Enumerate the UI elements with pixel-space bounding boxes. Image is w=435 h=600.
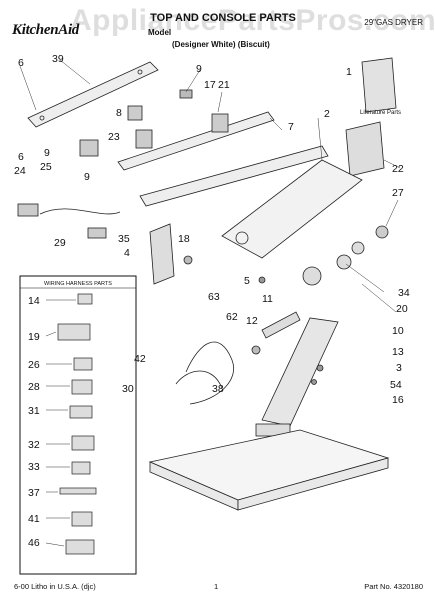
part-34-knob-c bbox=[351, 241, 365, 255]
callout-2: 2 bbox=[324, 108, 330, 120]
part-5 bbox=[258, 276, 266, 284]
footer-part-number: Part No. 4320180 bbox=[364, 582, 423, 591]
part-17 bbox=[179, 89, 193, 99]
part-13 bbox=[316, 364, 324, 372]
callout-26: 26 bbox=[28, 359, 40, 371]
part-29-wire bbox=[39, 208, 121, 215]
callout-54: 54 bbox=[390, 379, 402, 391]
callout-16: 16 bbox=[392, 394, 404, 406]
callout-6b: 6 bbox=[18, 151, 24, 163]
footer-litho: 6-00 Litho in U.S.A. (djc) bbox=[14, 582, 96, 591]
part-4 bbox=[149, 223, 175, 285]
callout-41: 41 bbox=[28, 513, 40, 525]
callout-42: 42 bbox=[134, 353, 146, 365]
callout-34: 34 bbox=[398, 287, 410, 299]
callout-3: 3 bbox=[396, 362, 402, 374]
part-39-panel bbox=[27, 61, 159, 128]
harness-28 bbox=[71, 379, 93, 395]
callout-19: 19 bbox=[28, 331, 40, 343]
callout-38: 38 bbox=[212, 383, 224, 395]
callout-9a: 9 bbox=[196, 63, 202, 75]
callout-27: 27 bbox=[392, 187, 404, 199]
callout-28: 28 bbox=[28, 381, 40, 393]
harness-19 bbox=[57, 323, 91, 341]
harness-46 bbox=[65, 539, 95, 555]
wiring-harness-title: WIRING HARNESS PARTS bbox=[44, 281, 112, 287]
callout-9c: 9 bbox=[84, 171, 90, 183]
callout-12: 12 bbox=[246, 315, 258, 327]
callout-8: 8 bbox=[116, 107, 122, 119]
callout-33: 33 bbox=[28, 461, 40, 473]
harness-33 bbox=[71, 461, 91, 475]
part-34-knob-b bbox=[336, 254, 352, 270]
literature-parts-label: Literature Parts bbox=[360, 110, 402, 116]
part-35 bbox=[87, 227, 107, 239]
part-9-bar bbox=[139, 145, 329, 207]
page-title: TOP AND CONSOLE PARTS bbox=[150, 12, 296, 24]
callout-labels: 1 2 3 4 5 6 6 7 8 9 9 9 10 11 12 13 14 1… bbox=[14, 53, 410, 549]
callout-22: 22 bbox=[392, 163, 404, 175]
callout-30: 30 bbox=[122, 383, 134, 395]
part-27-knob bbox=[375, 225, 389, 239]
model-line: Model bbox=[148, 28, 172, 37]
part-63-wiring bbox=[185, 341, 234, 405]
dryer-top-panel bbox=[148, 429, 390, 501]
part-22-bracket bbox=[345, 121, 385, 177]
callout-24: 24 bbox=[14, 165, 26, 177]
harness-26 bbox=[73, 357, 93, 371]
wiring-harness-box bbox=[19, 275, 137, 575]
part-25 bbox=[79, 139, 99, 157]
part-24 bbox=[17, 203, 39, 217]
harness-37 bbox=[59, 487, 97, 495]
part-42-wiring bbox=[175, 370, 223, 389]
callout-17: 17 bbox=[204, 79, 216, 91]
callout-46: 46 bbox=[28, 537, 40, 549]
harness-31 bbox=[69, 405, 93, 419]
callout-25: 25 bbox=[40, 161, 52, 173]
callout-31: 31 bbox=[28, 405, 40, 417]
callout-6a: 6 bbox=[18, 57, 24, 69]
part-2-console bbox=[221, 159, 363, 259]
callout-1: 1 bbox=[346, 66, 352, 78]
callout-37: 37 bbox=[28, 487, 40, 499]
brand-logo: KitchenAid bbox=[12, 22, 80, 38]
callout-9b: 9 bbox=[44, 147, 50, 159]
part-21 bbox=[211, 113, 229, 133]
watermark: AppliancePartsPros.com bbox=[70, 4, 435, 37]
footer-page-number: 1 bbox=[214, 582, 219, 591]
callout-10: 10 bbox=[392, 325, 404, 337]
callout-13: 13 bbox=[392, 346, 404, 358]
part-34-knob-a bbox=[302, 266, 322, 286]
callout-21: 21 bbox=[218, 79, 230, 91]
callout-63: 63 bbox=[208, 291, 220, 303]
callout-62: 62 bbox=[226, 311, 238, 323]
dryer-type: 29"GAS DRYER bbox=[364, 18, 423, 27]
harness-41 bbox=[71, 511, 93, 527]
callout-32: 32 bbox=[28, 439, 40, 451]
part-8 bbox=[127, 105, 143, 121]
part-12 bbox=[251, 345, 261, 355]
part-11 bbox=[261, 311, 301, 339]
callout-14: 14 bbox=[28, 295, 40, 307]
part-1-literature bbox=[361, 57, 397, 113]
callout-4: 4 bbox=[124, 247, 130, 259]
callout-39: 39 bbox=[52, 53, 64, 65]
callout-7: 7 bbox=[288, 121, 294, 133]
color-variants: (Designer White) (Biscuit) bbox=[172, 40, 270, 49]
callout-11: 11 bbox=[262, 293, 273, 305]
part-23 bbox=[135, 129, 153, 149]
callout-18: 18 bbox=[178, 233, 190, 245]
harness-32 bbox=[71, 435, 95, 451]
callout-35: 35 bbox=[118, 233, 130, 245]
callout-5: 5 bbox=[244, 275, 250, 287]
part-3 bbox=[311, 379, 317, 385]
callout-23: 23 bbox=[108, 131, 120, 143]
callout-20: 20 bbox=[396, 303, 408, 315]
part-18 bbox=[183, 255, 193, 265]
harness-14 bbox=[77, 293, 93, 305]
callout-29: 29 bbox=[54, 237, 66, 249]
